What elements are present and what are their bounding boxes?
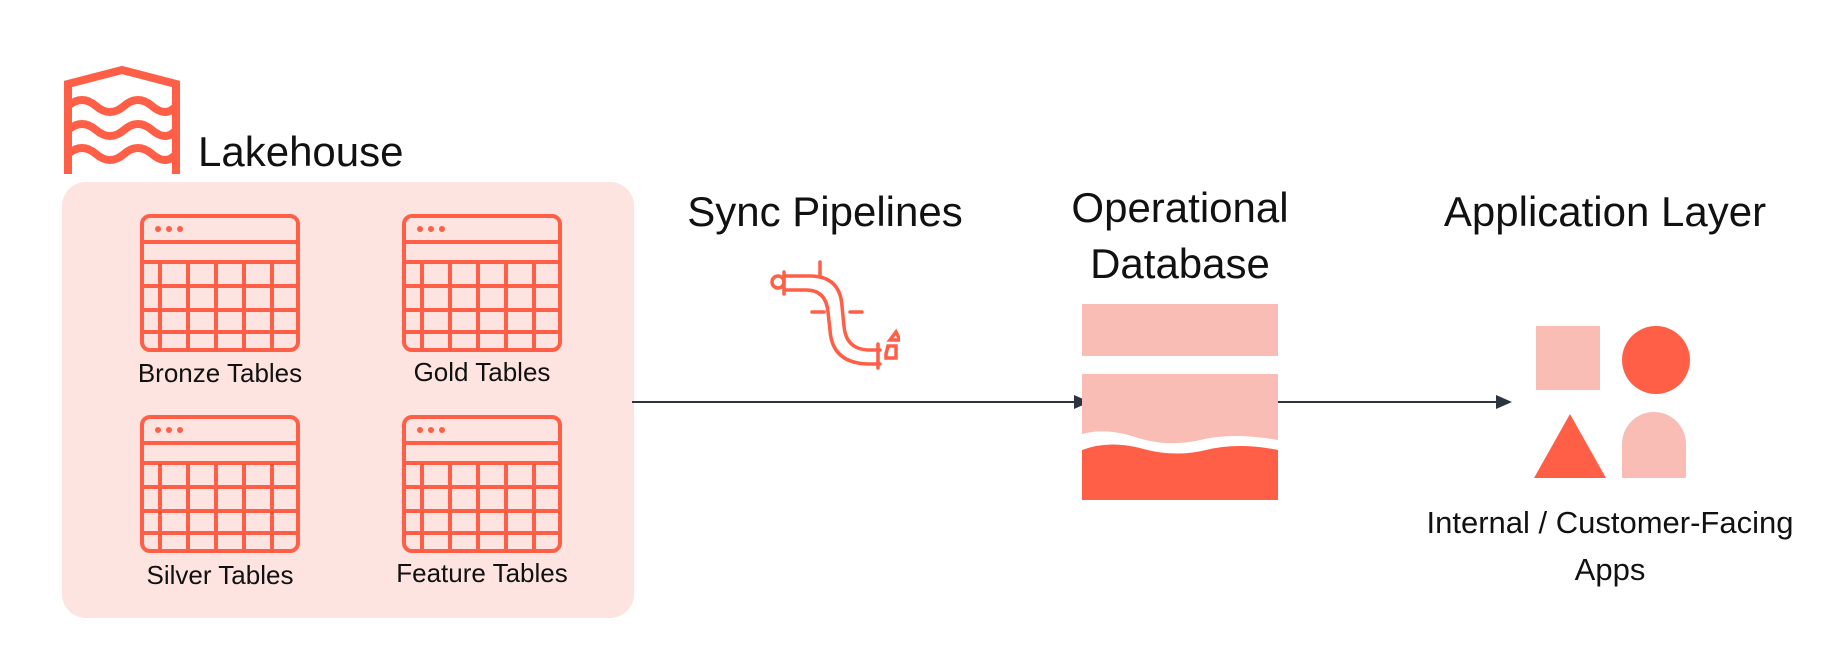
bronze-tables-label: Bronze Tables: [137, 358, 303, 388]
sync-pipelines-title: Sync Pipelines: [687, 188, 963, 235]
silver-tables-label: Silver Tables: [146, 560, 294, 590]
lakehouse-panel: [62, 182, 634, 618]
apps-label-line2: Apps: [1574, 552, 1646, 587]
flow-arrow-db-to-apps: [1278, 395, 1512, 409]
apps-label-line1: Internal / Customer-Facing: [1426, 505, 1794, 540]
flow-arrow-lakehouse-to-db: [632, 395, 1090, 409]
lakehouse-icon: [64, 66, 180, 174]
feature-table-icon: [402, 415, 562, 553]
gold-tables-label: Gold Tables: [413, 357, 551, 387]
feature-tables-label: Feature Tables: [396, 558, 568, 588]
database-title-line1: Operational: [1071, 184, 1289, 231]
bronze-table-icon: [140, 214, 300, 352]
lakehouse-title: Lakehouse: [198, 128, 404, 175]
application-layer-title: Application Layer: [1443, 188, 1767, 235]
database-icon: [1082, 304, 1278, 500]
shapes-icon: [1534, 326, 1690, 478]
pipeline-icon: [770, 260, 900, 370]
gold-table-icon: [402, 214, 562, 352]
database-title-line2: Database: [1090, 240, 1270, 287]
silver-table-icon: [140, 415, 300, 553]
